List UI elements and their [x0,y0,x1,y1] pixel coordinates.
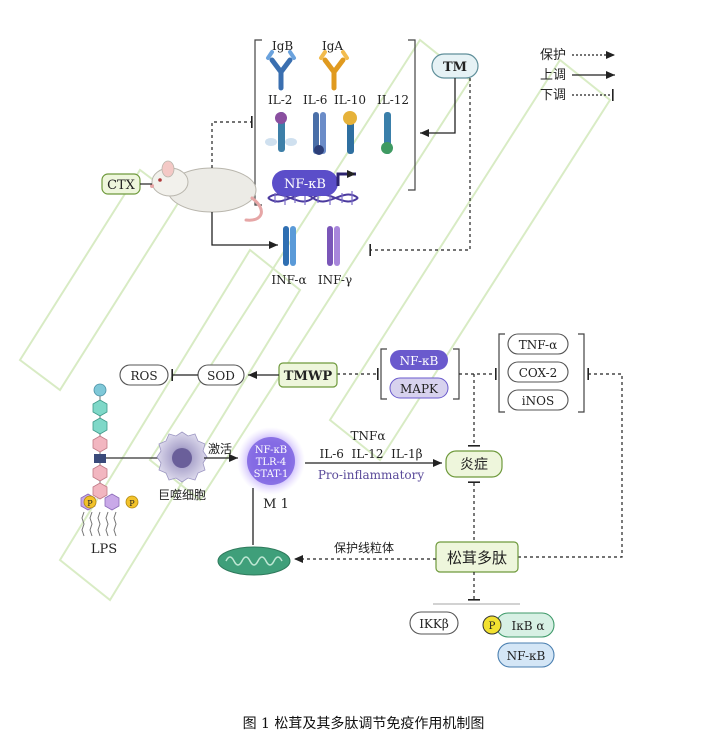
cytokine-label-il10: IL-10 [334,93,366,107]
transcription-arrow [336,170,356,186]
tmwp-label: TMWP [284,369,333,384]
legend-up-label: 上调 [540,68,566,83]
mapk-label: MAPK [400,382,439,396]
tm-label: TM [443,60,467,75]
protect-mitochondria-label: 保护线粒体 [334,540,394,555]
ikkb-box [409,611,459,635]
phosphate-left-icon [83,495,97,509]
lps-label: LPS [91,542,117,557]
mouse-to-inf-arrow [211,212,278,249]
signal-group-left-bracket [380,348,387,400]
mapk-box [389,377,449,399]
lps-molecule-icon [80,383,120,537]
activate-label: 激活 [208,442,232,456]
cytokine-label-il6: IL-6 [303,93,327,107]
cytokine-label-il2: IL-2 [268,93,292,107]
top-nfkb-box [272,170,338,196]
ros-label: ROS [130,369,157,383]
mitochondria-icon [217,546,291,576]
inflammation-label: 炎症 [460,457,488,473]
cox2-label: COX-2 [519,366,558,380]
m1-line-stat1: STAT-1 [254,469,289,480]
m1-cell-icon [247,437,295,485]
tm-to-bracket-arrow [420,78,456,137]
m1-line-tlr4: TLR-4 [256,457,287,468]
iga-antibody-icon [319,50,349,91]
figure-caption: 图 1 松茸及其多肽调节免疫作用机制图 [242,716,485,732]
phosphate-left-label: P [87,499,93,508]
top-left-bracket [254,39,262,206]
il10-receptor-icon [343,111,357,154]
top-nfkb-label: NF-κB [284,177,326,192]
igb-antibody-icon [266,50,296,91]
il6-receptor-icon [313,112,326,155]
legend: 保护 上调 下调 [540,48,615,103]
m1-label: M 1 [263,497,289,512]
peptide-box [435,541,519,573]
il-line-label: IL-6 IL-12 IL-1β [319,447,422,461]
legend-protect-label: 保护 [540,48,566,63]
tnfa-label: TNFα [351,429,386,443]
mouse-to-bracket-dashed [211,116,253,168]
inos-box [507,389,569,411]
ikba-phosphate-icon [482,615,502,635]
macrophage-label: 巨噬细胞 [158,487,206,502]
ikb-nfkb-box [497,642,555,668]
il12-receptor-icon [381,112,393,154]
inos-label: iNOS [522,394,554,408]
phosphate-right-icon [125,495,139,509]
signal-group-right-bracket [453,348,460,400]
ikkb-label: IKKβ [419,617,449,631]
sod-label: SOD [207,369,235,383]
legend-down-label: 下调 [540,88,566,103]
bottom-nfkb-box [390,350,448,370]
bottom-nfkb-label: NF-κB [400,354,439,368]
inf-alpha-receptor-icon [283,226,296,266]
iga-label: IgA [322,39,343,53]
ikb-nfkb-label: NF-κB [507,649,546,663]
inf-alpha-label: INF-α [271,273,306,287]
macrophage-icon [156,431,208,483]
il2-receptor-icon [265,112,297,152]
mouse-icon [150,160,263,222]
inf-gamma-label: INF-γ [318,273,352,287]
ikba-label: IκB α [512,619,545,633]
proinflammatory-label: Pro-inflammatory [318,468,425,482]
inflammation-box [445,450,503,478]
ros-box [119,364,169,386]
ikba-phosphate-label: P [489,621,496,632]
igb-label: IgB [272,39,293,53]
cytokine-group-left-bracket [498,333,505,413]
m1-line-nfkb: NF-κB [255,445,287,456]
phosphate-right-label: P [129,499,135,508]
tnf-alpha-box [507,333,569,355]
cytokine-label-il12: IL-12 [377,93,409,107]
tnf-alpha-label: TNF-α [519,338,557,352]
top-right-bracket [408,39,416,191]
peptide-label: 松茸多肽 [447,549,507,567]
ctx-label: CTX [107,178,136,193]
cox2-box [507,361,569,383]
cytokine-group-right-bracket [578,333,585,413]
inf-gamma-receptor-icon [327,226,340,266]
